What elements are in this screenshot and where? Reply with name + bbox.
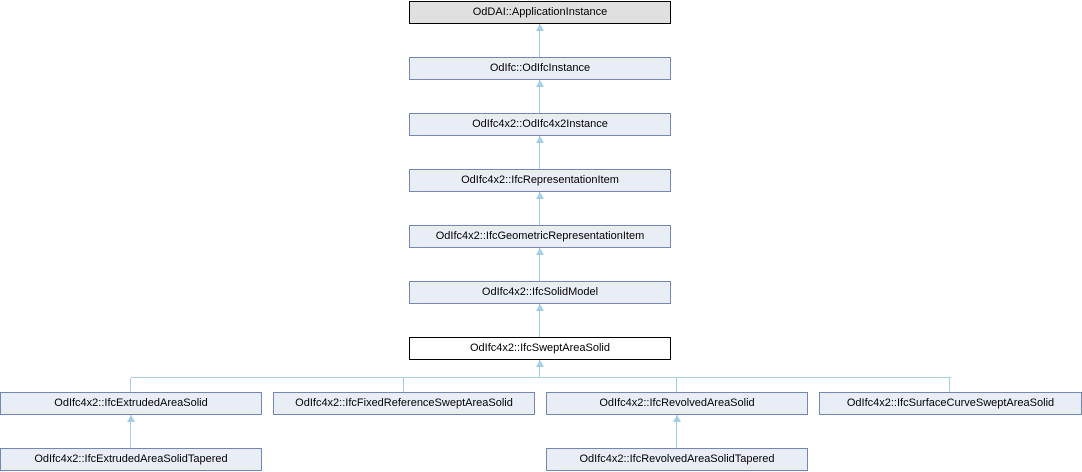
- arrowhead-up-icon: [127, 415, 135, 422]
- edge-stub-children-to-sweptareasolid: [539, 360, 540, 377]
- edge-line-sweptareasolid-to-solidmodel: [539, 304, 540, 337]
- node-ifcsolidmodel[interactable]: OdIfc4x2::IfcSolidModel: [409, 281, 671, 304]
- edge-drop-fixedreferencesweptareasolid: [403, 378, 404, 392]
- edge-line-revolvedareasolidtapered-to-revolvedareasolid: [676, 415, 677, 448]
- edge-drop-revolvedareasolid: [676, 378, 677, 392]
- edge-line-solidmodel-to-geometricrepresentationitem: [539, 248, 540, 281]
- edge-line-representationitem-to-odifc4x2instance: [539, 136, 540, 169]
- arrowhead-up-icon: [536, 248, 544, 255]
- arrowhead-up-icon: [536, 360, 544, 367]
- node-ifcgeometricrepresentationitem[interactable]: OdIfc4x2::IfcGeometricRepresentationItem: [409, 225, 671, 248]
- edge-line-odifcinstance-to-applicationinstance: [539, 24, 540, 57]
- arrowhead-up-icon: [536, 136, 544, 143]
- node-ifcextrudedareasolidtapered[interactable]: OdIfc4x2::IfcExtrudedAreaSolidTapered: [0, 448, 262, 471]
- node-ifcrepresentationitem[interactable]: OdIfc4x2::IfcRepresentationItem: [409, 169, 671, 192]
- edge-line-extrudedareasolidtapered-to-extrudedareasolid: [130, 415, 131, 448]
- node-ifcfixedreferencesweptareasolid[interactable]: OdIfc4x2::IfcFixedReferenceSweptAreaSoli…: [273, 392, 535, 415]
- node-odifc4x2-odifc4x2instance[interactable]: OdIfc4x2::OdIfc4x2Instance: [409, 113, 671, 136]
- edge-drop-surfacecurvesweptareasolid: [949, 378, 950, 392]
- node-ifcsurfacecurvesweptareasolid[interactable]: OdIfc4x2::IfcSurfaceCurveSweptAreaSolid: [819, 392, 1082, 415]
- node-ifcsweptareasolid-focus: OdIfc4x2::IfcSweptAreaSolid: [409, 337, 671, 360]
- node-ifcrevolvedareasolid[interactable]: OdIfc4x2::IfcRevolvedAreaSolid: [546, 392, 808, 415]
- node-odifc-odifcinstance[interactable]: OdIfc::OdIfcInstance: [409, 57, 671, 80]
- node-ifcrevolvedareasolidtapered[interactable]: OdIfc4x2::IfcRevolvedAreaSolidTapered: [546, 448, 808, 471]
- arrowhead-up-icon: [536, 24, 544, 31]
- edge-drop-extrudedareasolid: [130, 378, 131, 392]
- edge-line-odifc4x2instance-to-odifcinstance: [539, 80, 540, 113]
- edge-bus-children: [131, 377, 951, 378]
- arrowhead-up-icon: [536, 80, 544, 87]
- edge-line-geometricrepresentationitem-to-representationitem: [539, 192, 540, 225]
- node-ifcextrudedareasolid[interactable]: OdIfc4x2::IfcExtrudedAreaSolid: [0, 392, 262, 415]
- arrowhead-up-icon: [536, 304, 544, 311]
- arrowhead-up-icon: [673, 415, 681, 422]
- node-oddai-applicationinstance: OdDAI::ApplicationInstance: [409, 1, 671, 24]
- arrowhead-up-icon: [536, 192, 544, 199]
